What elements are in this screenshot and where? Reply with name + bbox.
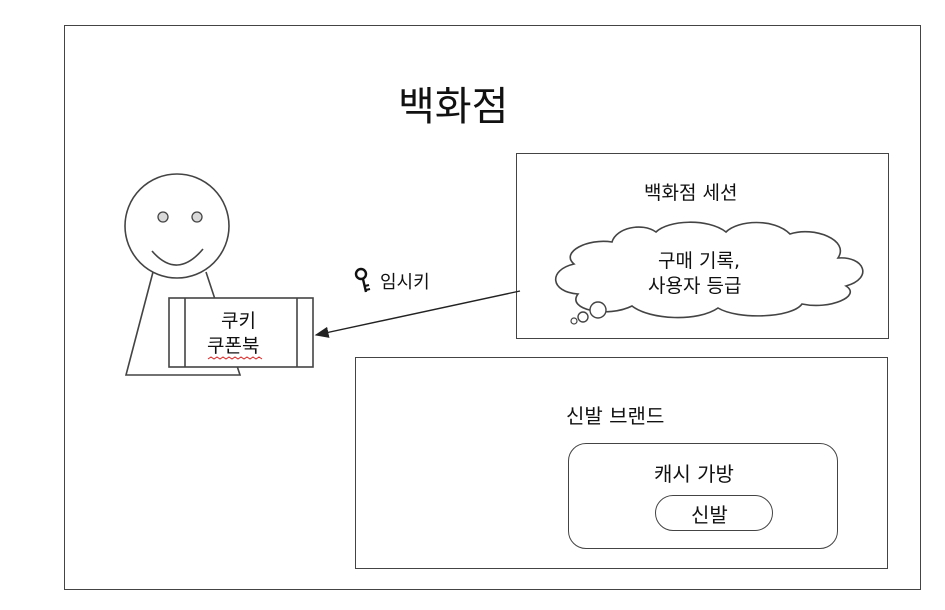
cloud-text-line2: 사용자 등급: [648, 271, 741, 298]
cloud-text-line1: 구매 기록,: [658, 246, 740, 273]
coupon-book-label: 쿠폰북: [207, 331, 259, 358]
person-head: [125, 174, 229, 278]
key-label: 임시키: [380, 268, 430, 294]
person-right-eye: [192, 212, 202, 222]
key-arrow: [316, 291, 520, 335]
cookie-label: 쿠키: [221, 306, 256, 333]
key-icon: [356, 269, 370, 292]
person-left-eye: [158, 212, 168, 222]
